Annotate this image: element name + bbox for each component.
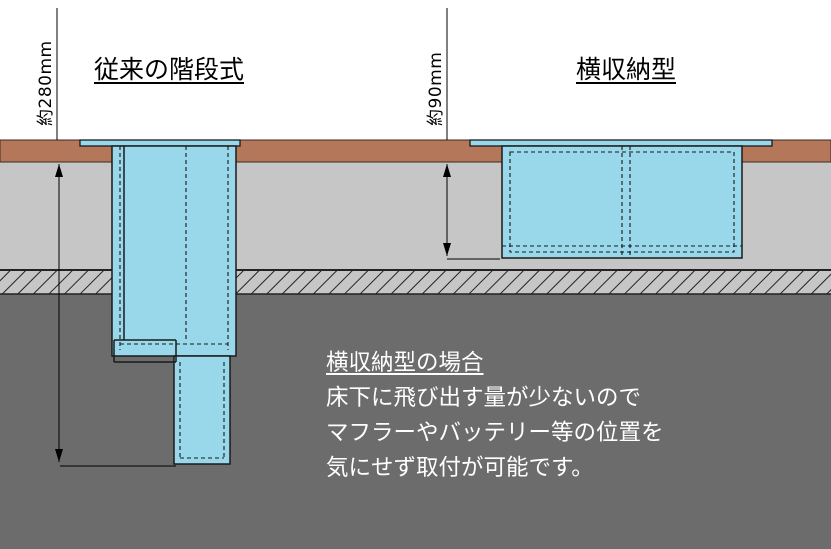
conventional-step-unit [79,139,241,465]
description-heading: 横収納型の場合 [326,350,484,376]
horizontal-cover-plate [469,139,773,147]
conventional-title: 従来の階段式 [94,55,245,84]
description-line: 床下に飛び出す量が少ないので [326,385,642,411]
description-line: マフラーやバッテリー等の位置を [326,420,664,446]
conventional-lower-box [173,355,231,465]
description-line: 気にせず取付が可能です。 [326,455,594,481]
horizontal-step-unit [469,139,773,259]
horizontal-title: 横収納型 [576,55,677,84]
conventional-dimension-label: 約280mm [36,40,56,126]
dimension-horizontal [443,8,500,260]
horizontal-dimension-label: 約90mm [426,51,446,126]
conventional-cover-plate [79,139,241,147]
description: 横収納型の場合 床下に飛び出す量が少ないので マフラーやバッテリー等の位置を 気… [326,346,664,486]
dimension-conventional [55,8,176,467]
conventional-upper-box [111,145,237,357]
